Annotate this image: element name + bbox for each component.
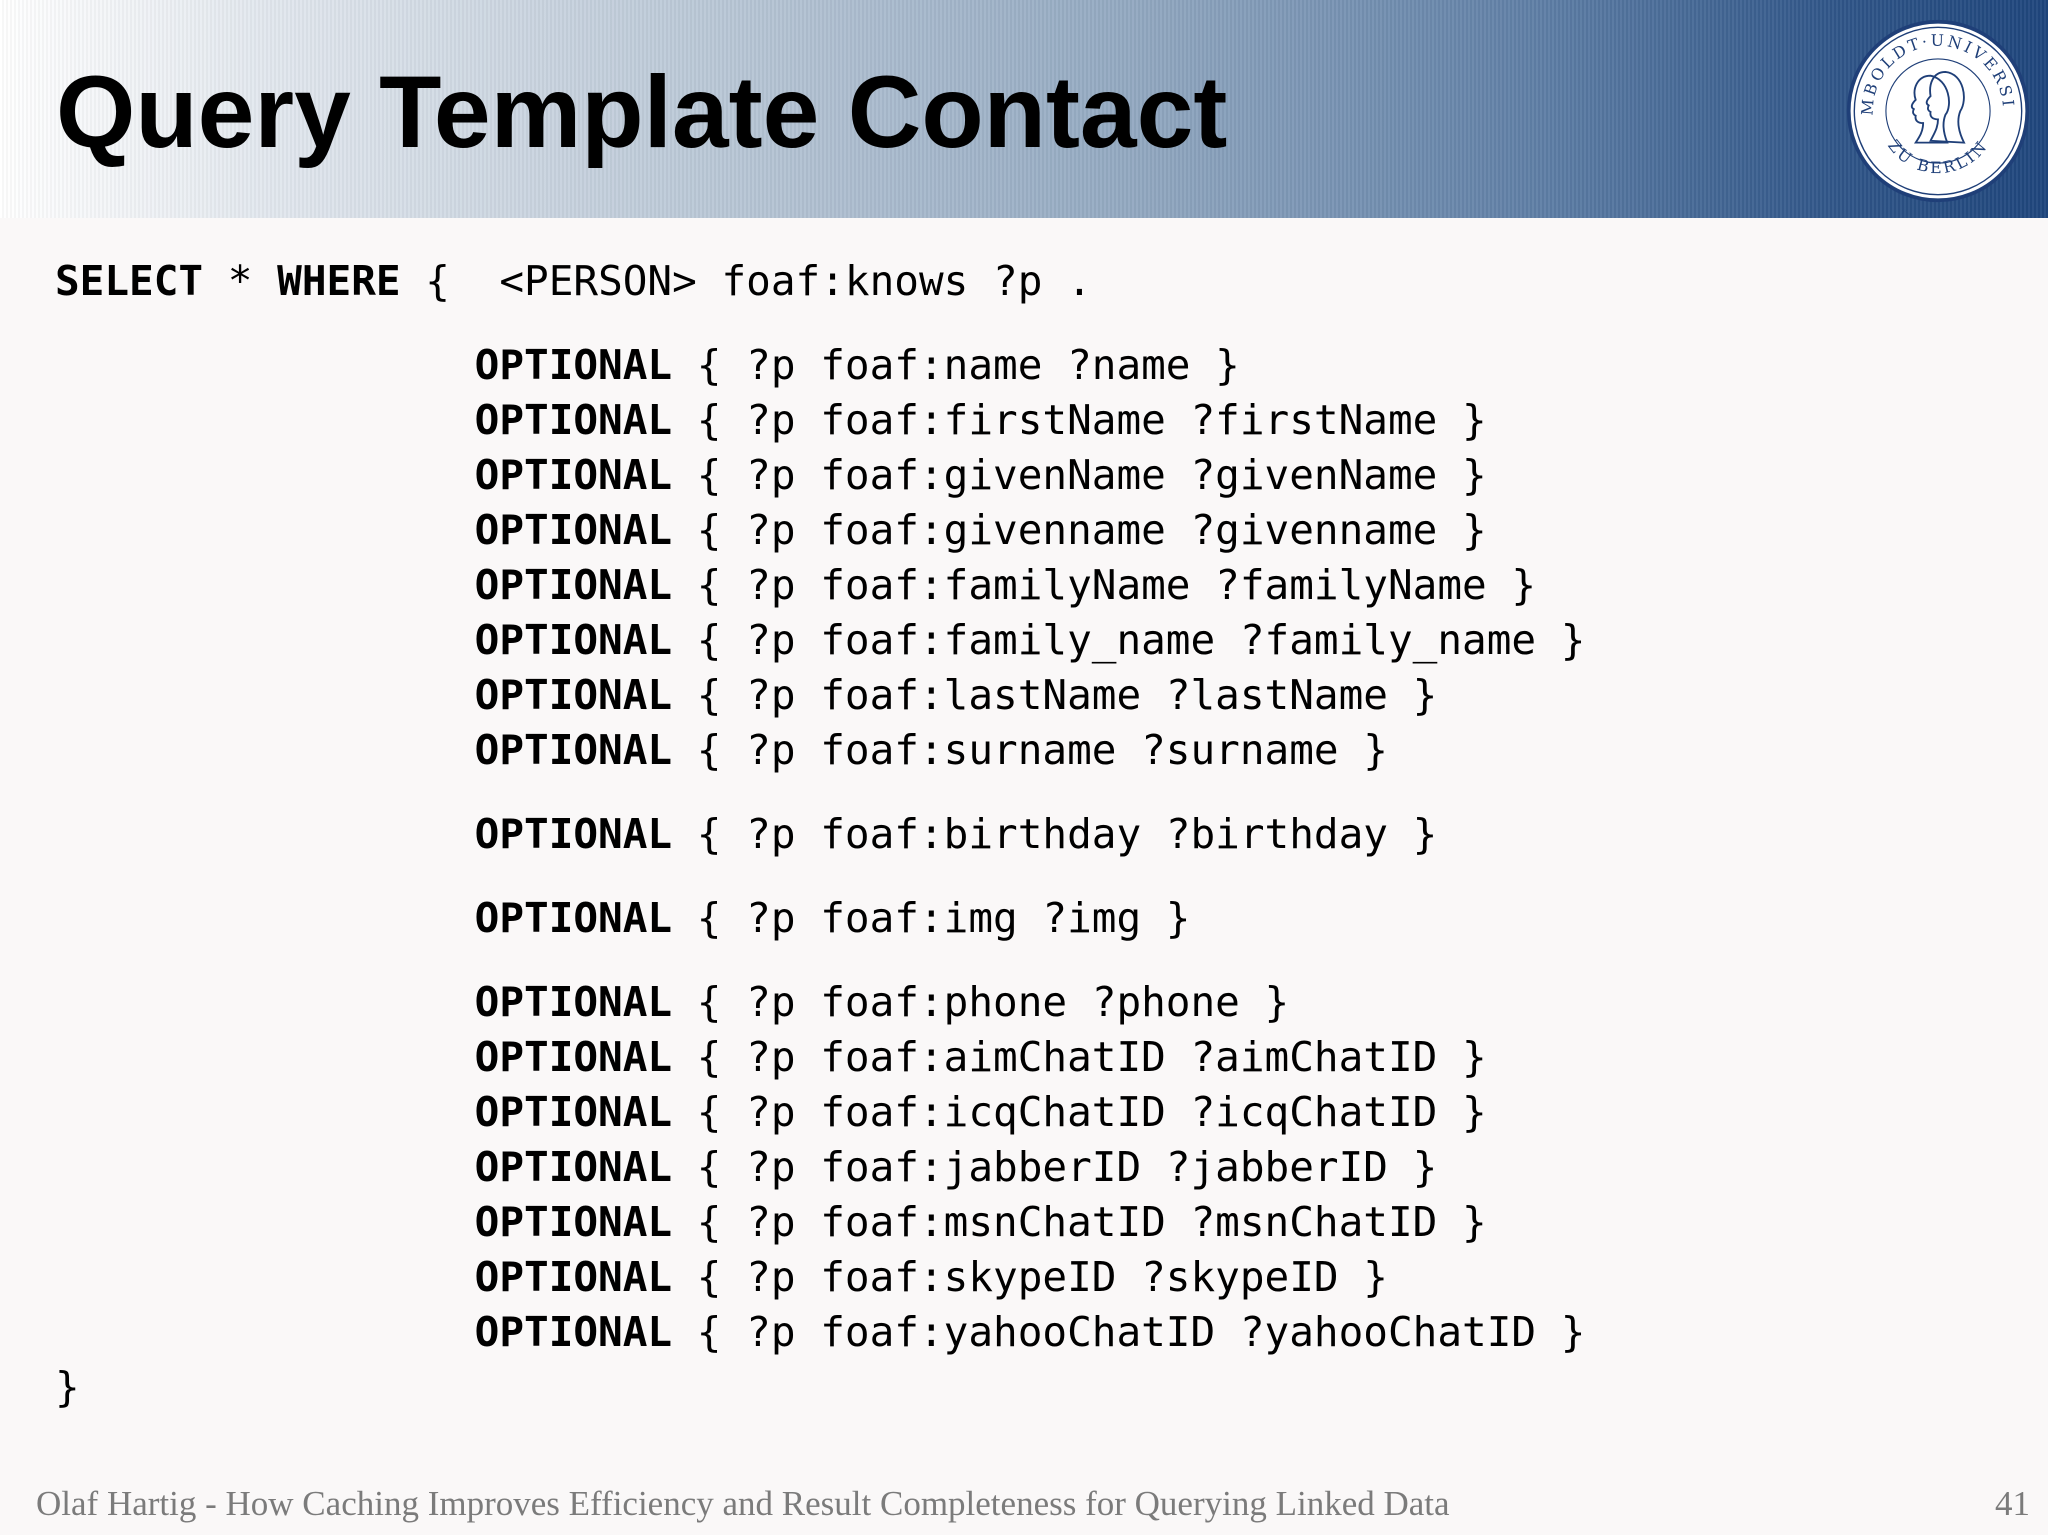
optional-clause-line: OPTIONAL { ?p foaf:name ?name } (55, 338, 1585, 393)
optional-keyword: OPTIONAL (474, 1308, 673, 1356)
indent (55, 726, 475, 774)
triple-pattern: { ?p foaf:family_name ?family_name } (672, 616, 1586, 664)
triple-pattern: { ?p foaf:givenName ?givenName } (672, 451, 1487, 499)
triple-pattern: { ?p foaf:img ?img } (672, 894, 1191, 942)
spacer (55, 778, 1585, 807)
optional-keyword: OPTIONAL (474, 810, 673, 858)
optional-keyword: OPTIONAL (474, 451, 673, 499)
sparql-query: SELECT * WHERE { <PERSON> foaf:knows ?p … (55, 254, 1585, 1415)
optional-clause-line: OPTIONAL { ?p foaf:msnChatID ?msnChatID … (55, 1195, 1585, 1250)
indent (55, 1143, 475, 1191)
title-bar (0, 0, 2048, 218)
indent (55, 341, 475, 389)
footer-caption: Olaf Hartig - How Caching Improves Effic… (36, 1484, 1450, 1523)
optional-clause-line: OPTIONAL { ?p foaf:givenName ?givenName … (55, 448, 1585, 503)
indent (55, 451, 475, 499)
indent (55, 1253, 475, 1301)
triple-pattern: { ?p foaf:firstName ?firstName } (672, 396, 1487, 444)
optional-clause-line: OPTIONAL { ?p foaf:lastName ?lastName } (55, 668, 1585, 723)
indent (55, 810, 475, 858)
triple-pattern: { ?p foaf:familyName ?familyName } (672, 561, 1537, 609)
optional-keyword: OPTIONAL (474, 506, 673, 554)
indent (55, 506, 475, 554)
page-number: 41 (1995, 1484, 2030, 1523)
optional-keyword: OPTIONAL (474, 1088, 673, 1136)
triple-pattern: { ?p foaf:phone ?phone } (672, 978, 1290, 1026)
optional-clause-line: OPTIONAL { ?p foaf:familyName ?familyNam… (55, 558, 1585, 613)
triple-pattern: { ?p foaf:givenname ?givenname } (672, 506, 1487, 554)
triple-pattern: { ?p foaf:surname ?surname } (672, 726, 1388, 774)
optional-clause-line: OPTIONAL { ?p foaf:icqChatID ?icqChatID … (55, 1085, 1585, 1140)
triple-pattern: { ?p foaf:skypeID ?skypeID } (672, 1253, 1388, 1301)
optional-keyword: OPTIONAL (474, 1253, 673, 1301)
optional-clause-line: OPTIONAL { ?p foaf:surname ?surname } (55, 723, 1585, 778)
optional-clause-line: OPTIONAL { ?p foaf:aimChatID ?aimChatID … (55, 1030, 1585, 1085)
triple-pattern: { ?p foaf:icqChatID ?icqChatID } (672, 1088, 1487, 1136)
triple-pattern: { ?p foaf:msnChatID ?msnChatID } (672, 1198, 1487, 1246)
where-pattern: { <PERSON> foaf:knows ?p . (400, 257, 1092, 305)
optional-clause-line: OPTIONAL { ?p foaf:img ?img } (55, 891, 1585, 946)
where-keyword: WHERE (277, 257, 401, 305)
indent (55, 978, 475, 1026)
optional-keyword: OPTIONAL (474, 726, 673, 774)
select-keyword: SELECT (55, 257, 204, 305)
indent (55, 1088, 475, 1136)
triple-pattern: { ?p foaf:yahooChatID ?yahooChatID } (672, 1308, 1586, 1356)
optional-keyword: OPTIONAL (474, 671, 673, 719)
optional-keyword: OPTIONAL (474, 978, 673, 1026)
triple-pattern: { ?p foaf:lastName ?lastName } (672, 671, 1438, 719)
select-star: * (203, 257, 278, 305)
triple-pattern: { ?p foaf:aimChatID ?aimChatID } (672, 1033, 1487, 1081)
optional-clause-line: OPTIONAL { ?p foaf:givenname ?givenname … (55, 503, 1585, 558)
indent (55, 1308, 475, 1356)
spacer (55, 862, 1585, 891)
page-title: Query Template Contact (56, 55, 1228, 169)
optional-keyword: OPTIONAL (474, 561, 673, 609)
optional-keyword: OPTIONAL (474, 396, 673, 444)
closing-brace: } (55, 1363, 80, 1411)
indent (55, 894, 475, 942)
triple-pattern: { ?p foaf:birthday ?birthday } (672, 810, 1438, 858)
triple-pattern: { ?p foaf:name ?name } (672, 341, 1240, 389)
optional-clause-line: OPTIONAL { ?p foaf:family_name ?family_n… (55, 613, 1586, 668)
indent (55, 671, 475, 719)
indent (55, 1033, 475, 1081)
optional-clause-line: OPTIONAL { ?p foaf:skypeID ?skypeID } (55, 1250, 1585, 1305)
optional-keyword: OPTIONAL (474, 894, 673, 942)
optional-clauses: OPTIONAL { ?p foaf:name ?name } OPTIONAL… (55, 338, 1586, 1360)
university-seal-logo: HUMBOLDT·UNIVERSITÄT ZU BERLIN (1845, 18, 2030, 203)
select-line: SELECT * WHERE { <PERSON> foaf:knows ?p … (55, 254, 1585, 309)
indent (55, 1198, 475, 1246)
indent (55, 561, 475, 609)
spacer (55, 309, 1585, 338)
optional-clause-line: OPTIONAL { ?p foaf:yahooChatID ?yahooCha… (55, 1305, 1586, 1360)
optional-keyword: OPTIONAL (474, 616, 673, 664)
triple-pattern: { ?p foaf:jabberID ?jabberID } (672, 1143, 1438, 1191)
optional-clause-line: OPTIONAL { ?p foaf:phone ?phone } (55, 975, 1585, 1030)
optional-keyword: OPTIONAL (474, 341, 673, 389)
optional-clause-line: OPTIONAL { ?p foaf:birthday ?birthday } (55, 807, 1585, 862)
optional-clause-line: OPTIONAL { ?p foaf:jabberID ?jabberID } (55, 1140, 1585, 1195)
indent (55, 616, 475, 664)
optional-keyword: OPTIONAL (474, 1033, 673, 1081)
indent (55, 396, 475, 444)
optional-keyword: OPTIONAL (474, 1198, 673, 1246)
spacer (55, 946, 1585, 975)
optional-clause-line: OPTIONAL { ?p foaf:firstName ?firstName … (55, 393, 1585, 448)
optional-keyword: OPTIONAL (474, 1143, 673, 1191)
